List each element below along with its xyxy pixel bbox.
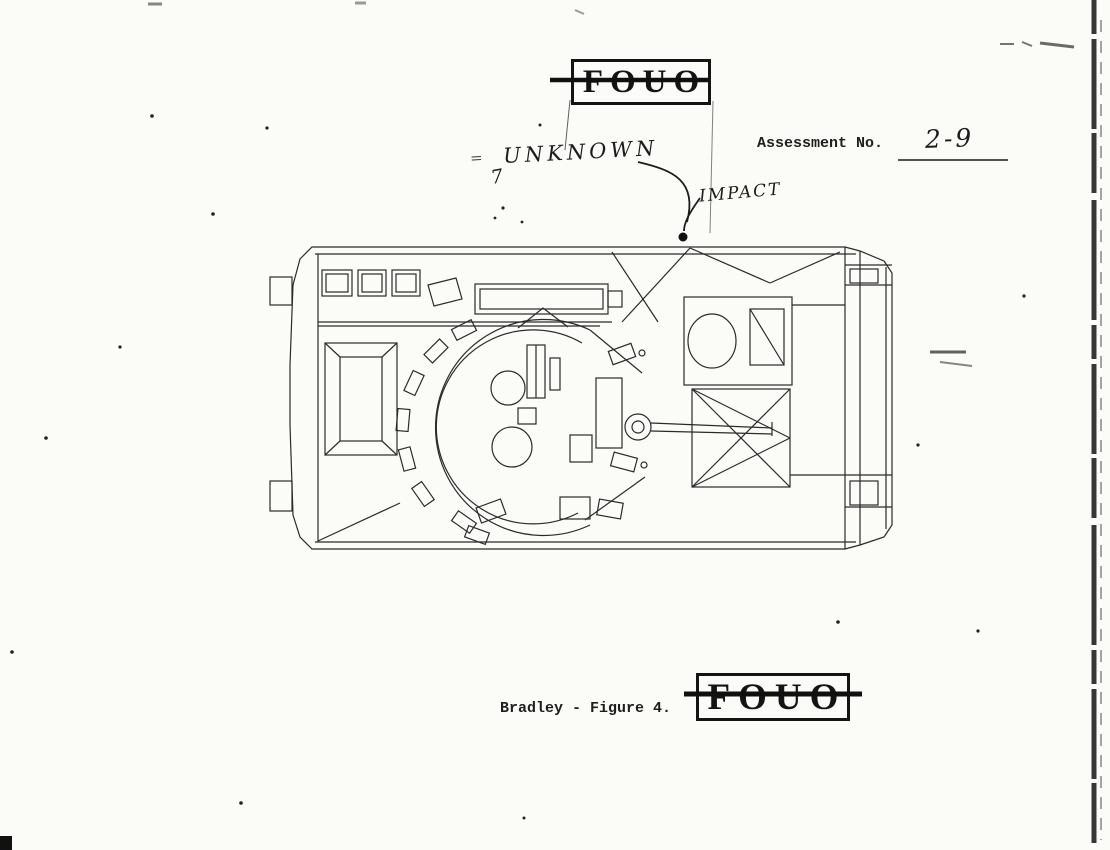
unknown-annotation-prefix: = bbox=[469, 148, 484, 168]
gun-barrel bbox=[624, 413, 773, 441]
seven-mark: 7 bbox=[489, 165, 505, 189]
unknown-annotation: UNKNOWN bbox=[502, 135, 659, 169]
scan-edge-artifact bbox=[1091, 0, 1102, 850]
cargo-hatch bbox=[318, 283, 623, 327]
front-facet-panel bbox=[691, 388, 791, 488]
center-structures bbox=[475, 342, 648, 524]
bow-strip bbox=[844, 247, 892, 549]
rear-storage-box bbox=[324, 342, 398, 456]
bradley-top-view-drawing bbox=[269, 246, 893, 550]
fouo-stamp-top: FOUO bbox=[571, 59, 711, 105]
rear-deck-boxes bbox=[321, 269, 463, 307]
fouo-stamp-top-text: FOUO bbox=[582, 63, 707, 100]
corner-blob bbox=[0, 836, 12, 850]
turret-ring bbox=[435, 307, 646, 537]
turret-hatches bbox=[490, 344, 561, 468]
fouo-stamp-bottom-text: FOUO bbox=[707, 676, 847, 718]
fouo-stamp-bottom: FOUO bbox=[696, 673, 850, 721]
assessment-number-label: Assessment No. bbox=[757, 135, 884, 152]
commander-station bbox=[683, 296, 845, 476]
leader-lines bbox=[564, 99, 714, 234]
front-deck-facets bbox=[611, 247, 841, 323]
assessment-number-value: 2-9 bbox=[924, 123, 975, 154]
figure-caption: Bradley - Figure 4. bbox=[500, 700, 672, 717]
impact-annotation: IMPACT bbox=[698, 179, 783, 207]
turret-vision-blocks bbox=[395, 318, 491, 546]
